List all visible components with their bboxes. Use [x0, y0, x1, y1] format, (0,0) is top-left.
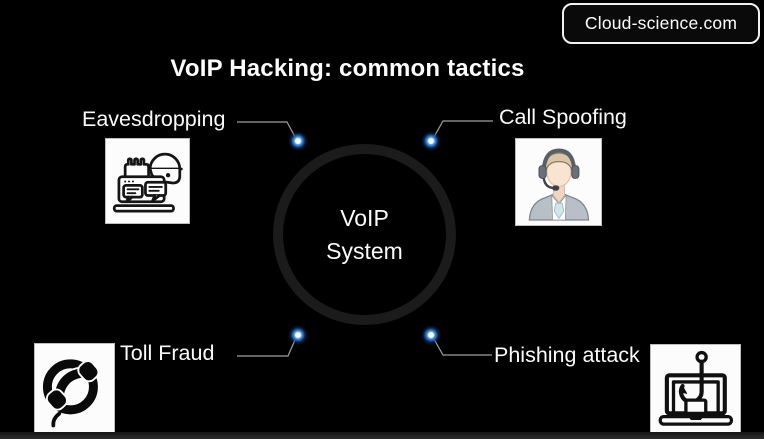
- connector-top-right: [431, 120, 493, 140]
- laptop-fishing-hook-icon: [658, 350, 733, 426]
- node-dot-bottom-right: [421, 325, 441, 345]
- label-call-spoofing: Call Spoofing: [499, 105, 627, 129]
- connector-bottom-right: [431, 336, 492, 356]
- bottom-edge-bar: [0, 432, 764, 439]
- call-agent-headset-icon: [528, 148, 589, 221]
- hub-circle: VoIP System: [273, 144, 456, 325]
- brand-badge[interactable]: Cloud-science.com: [562, 3, 760, 44]
- call-spoofing-icon-card: [515, 138, 602, 226]
- eavesdropping-icon-card: [105, 138, 190, 224]
- label-phishing-attack: Phishing attack: [494, 343, 640, 367]
- telephone-handset-icon: [43, 359, 100, 427]
- hub-label-line1: VoIP: [340, 204, 389, 231]
- node-dot-top-right: [421, 131, 441, 151]
- label-toll-fraud: Toll Fraud: [120, 341, 215, 365]
- label-eavesdropping: Eavesdropping: [82, 107, 226, 131]
- page-title: VoIP Hacking: common tactics: [170, 55, 525, 82]
- spy-laptop-chat-icon: [113, 152, 184, 213]
- toll-fraud-icon-card: [34, 343, 115, 433]
- hub-label: VoIP System: [326, 202, 403, 268]
- connector-bottom-left: [237, 336, 298, 357]
- hub-label-line2: System: [326, 237, 403, 264]
- phishing-icon-card: [650, 344, 741, 434]
- brand-badge-label: Cloud-science.com: [584, 13, 738, 33]
- node-dot-bottom-left: [288, 325, 308, 345]
- node-dot-top-left: [288, 131, 308, 151]
